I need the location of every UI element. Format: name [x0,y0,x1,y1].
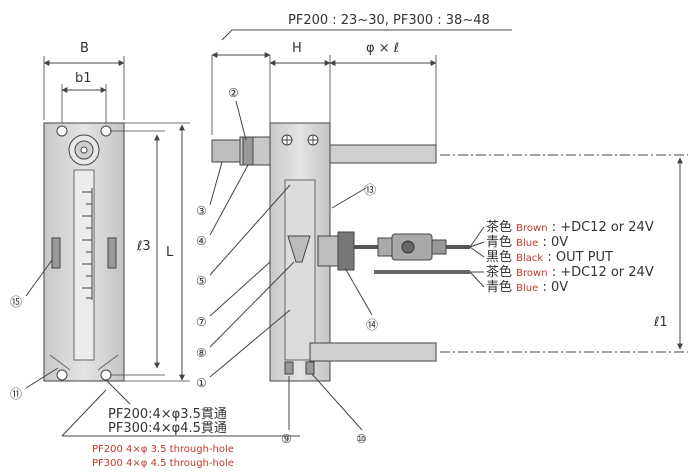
callout-4: ④ [196,234,207,248]
callout-1: ① [196,376,207,390]
wiring-set-2: 茶色 Brown : +DC12 or 24V 青色 Blue : 0V [469,264,654,295]
callout-10: ⑩ [356,432,367,446]
wire-brown-1: 茶色 Brown : +DC12 or 24V [486,219,654,235]
hole-note-pf200: PF200:4×φ3.5貫通 [108,407,227,422]
mount-hole [100,369,112,381]
dim-l1: ℓ1 [653,315,668,330]
callout-14: ⑭ [366,318,378,332]
callout-2: ② [228,86,239,100]
top-pipe [329,144,437,164]
top-fitting [211,139,241,163]
mount-hole [56,125,68,137]
side-view: H φ × ℓ [211,41,688,382]
mount-hole [56,369,68,381]
bottom-pipe [309,342,437,362]
callout-9: ⑨ [281,432,292,446]
scale [82,188,93,300]
float [287,235,311,263]
side-slot [51,237,61,269]
callout-8: ⑧ [196,346,207,360]
wire-brown-2: 茶色 Brown : +DC12 or 24V [486,264,654,280]
wire-black-1: 黒色 Black : OUT PUT [486,249,613,265]
hole-note-pf300-en: PF300 4×φ 4.5 through-hole [92,458,234,469]
hole-note-pf200-en: PF200 4×φ 3.5 through-hole [92,444,234,455]
top-range-label: PF200 : 23~30, PF300 : 38~48 [288,13,490,28]
dim-b1: b1 [75,71,92,86]
wire-blue-1: 青色 Blue : 0V [486,234,568,250]
callout-7: ⑦ [196,315,207,329]
wire-blue-2: 青色 Blue : 0V [486,279,568,295]
callout-15: ⑮ [10,295,22,309]
callouts: ② ③ ④ ⑤ ⑦ ⑧ ① ⑬ ⑭ ⑮ ⑪ ⑨ ⑩ [10,86,378,446]
side-slot [107,237,117,269]
dim-H: H [292,41,302,56]
callout-3: ③ [196,204,207,218]
dim-phi-l: φ × ℓ [366,41,399,56]
flow-tube [73,169,95,361]
wiring-set-1: 茶色 Brown : +DC12 or 24V 青色 Blue : 0V 黒色 … [469,219,654,265]
callout-5: ⑤ [196,274,207,288]
dim-L: L [166,245,174,260]
front-view: B b1 [43,41,190,382]
mount-hole [100,125,112,137]
dim-l3: ℓ3 [136,239,151,254]
hole-notes: PF200:4×φ3.5貫通 PF300:4×φ4.5貫通 PF200 4×φ … [61,379,300,469]
callout-11: ⑪ [10,387,22,401]
hole-note-pf300: PF300:4×φ4.5貫通 [108,421,227,436]
callout-13: ⑬ [364,183,376,197]
dim-B: B [80,41,89,56]
